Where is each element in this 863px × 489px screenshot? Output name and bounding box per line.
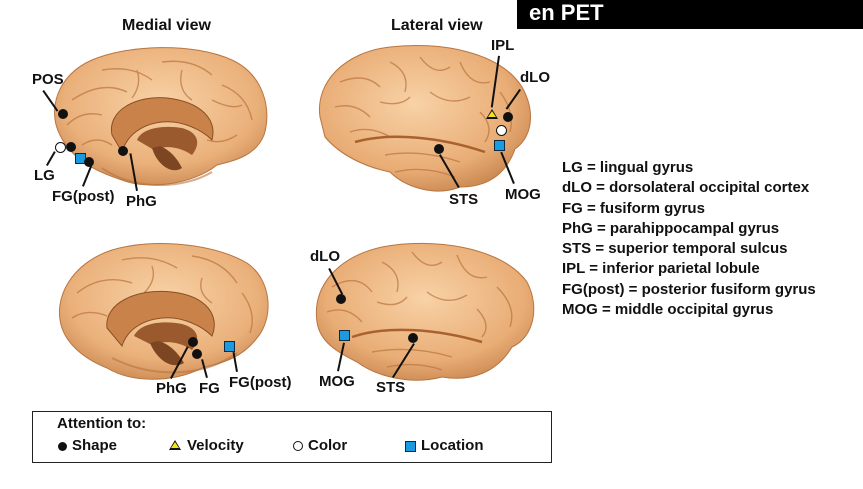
legend-velocity-label: Velocity [187,437,244,454]
marker-mog-top-location [494,140,505,151]
marker-fgpost-bottom-location [224,341,235,352]
medial-brain-bottom [58,243,269,380]
marker-dlo-top-color [496,125,507,136]
label-pos: POS [32,71,64,88]
legend-velocity-icon [169,440,181,450]
label-fg-post-top: FG(post) [52,188,115,205]
marker-lg-color [55,142,66,153]
abbr-fg-post: FG(post) = posterior fusiform gyrus [562,280,816,298]
abbr-fg: FG = fusiform gyrus [562,199,705,217]
marker-phg-bottom-shape [188,337,198,347]
medial-view-heading: Medial view [122,17,211,34]
label-dlo-bottom: dLO [310,248,340,265]
abbr-lg: LG = lingual gyrus [562,159,694,176]
abbr-dlo: dLO = dorsolateral occipital cortex [562,179,810,197]
label-mog-top: MOG [505,186,541,203]
abbr-sts: STS = superior temporal sulcus [562,240,788,258]
lateral-brain-bottom [315,242,535,381]
label-phg-bottom: PhG [156,380,187,397]
legend-title: Attention to: [57,415,147,432]
label-sts-top: STS [449,191,479,208]
label-mog-bottom: MOG [319,373,355,390]
legend-shape-label: Shape [72,437,118,454]
banner-title: en PET [517,0,863,29]
label-ipl: IPL [491,37,515,54]
abbr-phg: PhG = parahippocampal gyrus [562,219,780,237]
legend-location-label: Location [421,437,484,454]
lateral-brain-top [318,44,531,192]
lateral-view-heading: Lateral view [391,17,483,34]
marker-sts-bottom-shape [408,333,418,343]
label-phg-top: PhG [126,193,157,210]
marker-pos-shape [58,109,68,119]
label-fg-post-bottom: FG(post) [229,374,292,391]
legend-location-icon [405,441,416,452]
legend-box [32,411,552,463]
marker-sts-top-shape [434,144,444,154]
medial-brain-top [54,47,268,186]
label-lg: LG [34,167,55,184]
abbr-mog: MOG = middle occipital gyrus [562,301,774,319]
marker-lg-shape [66,142,76,152]
marker-dlo-bottom-shape [336,294,346,304]
abbr-ipl: IPL = inferior parietal lobule [562,260,760,278]
marker-fg-bottom-shape [192,349,202,359]
marker-dlo-top-shape [503,112,513,122]
marker-ipl-velocity [486,109,498,119]
legend-shape-icon [58,442,67,451]
legend-color-label: Color [308,437,348,454]
abbreviation-key: LG = lingual gyrus dLO = dorsolateral oc… [562,158,816,320]
label-dlo-top: dLO [520,69,550,86]
label-sts-bottom: STS [376,379,406,396]
marker-phg-top-shape [118,146,128,156]
label-fg-bottom: FG [199,380,220,397]
legend-color-icon [293,441,303,451]
marker-mog-bottom-location [339,330,350,341]
marker-fgpost-shape [84,157,94,167]
